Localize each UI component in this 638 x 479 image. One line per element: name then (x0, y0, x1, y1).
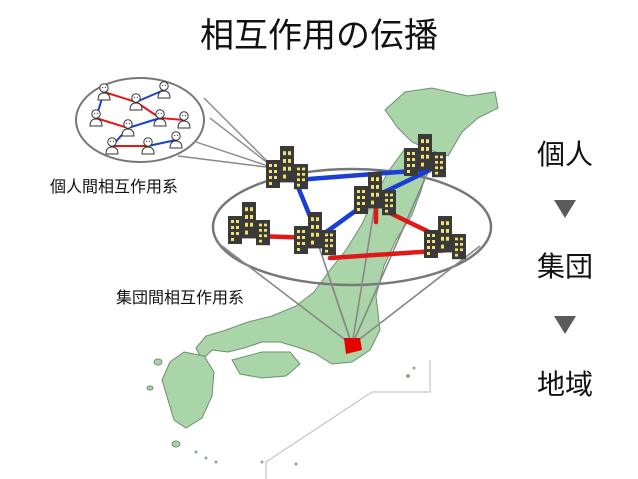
building-cluster-5 (294, 212, 336, 255)
page-title: 相互作用の伝播 (200, 16, 438, 56)
down-arrow-icon (554, 316, 576, 334)
scale-level-region: 地域 (520, 368, 610, 402)
scale-word-individual: 個人 (536, 138, 593, 171)
building-cluster-1 (266, 146, 308, 189)
target-marker-icon (344, 338, 362, 354)
japan-map (146, 87, 499, 448)
scale-level-individual: 個人 (520, 138, 610, 172)
group-interaction-label: 集団間相互作用系 (116, 288, 245, 307)
inset-frame (265, 360, 431, 479)
scale-word-group: 集団 (536, 250, 593, 283)
individual-convergence-lines (177, 97, 275, 169)
scale-word-region: 地域 (536, 368, 593, 401)
southern-islands (194, 366, 416, 466)
building-cluster-6 (424, 216, 466, 259)
scale-level-group: 集団 (520, 250, 610, 284)
group-ellipse (211, 167, 493, 287)
building-cluster-4 (228, 202, 270, 245)
scale-arrow-2 (520, 316, 610, 334)
scale-arrow-1 (520, 200, 610, 218)
down-arrow-icon (554, 200, 576, 218)
individual-interaction-label: 個人間相互作用系 (50, 177, 179, 196)
